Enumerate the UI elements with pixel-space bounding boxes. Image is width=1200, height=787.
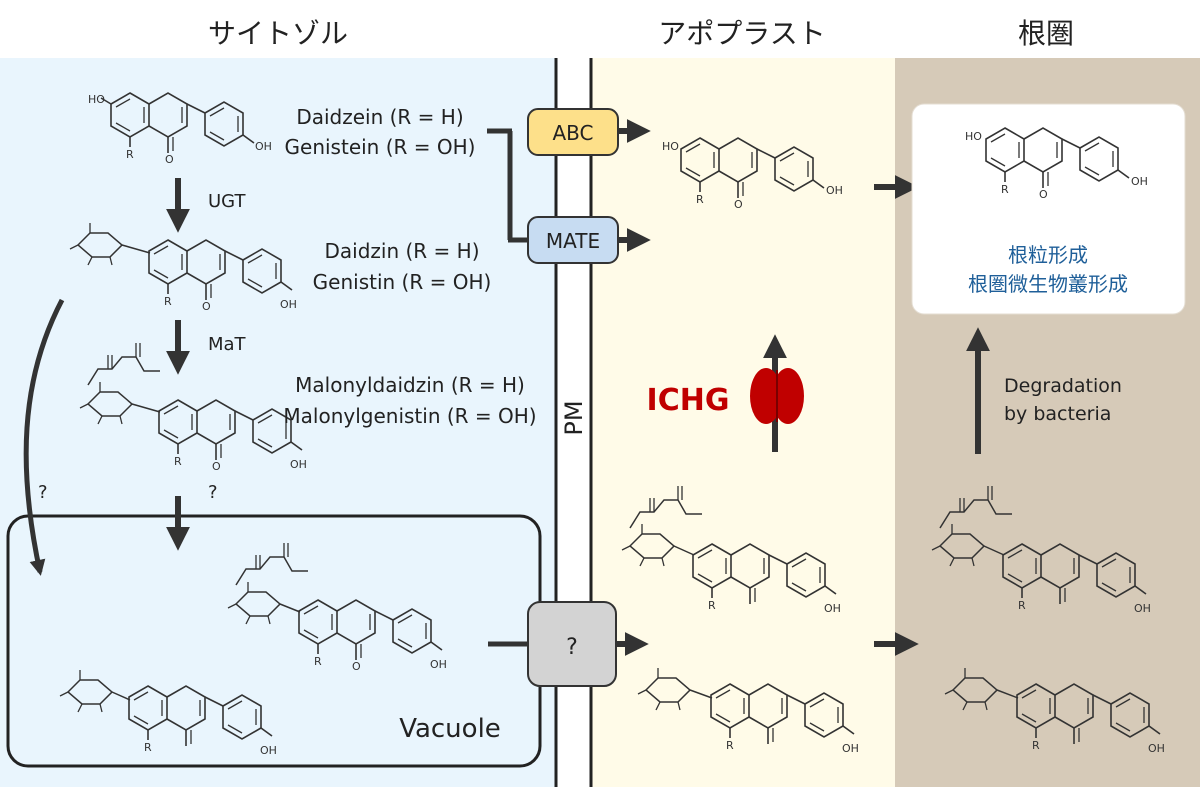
atom-label: O xyxy=(212,460,221,473)
cytosol-header: サイトゾル xyxy=(208,17,348,50)
atom-label: OH xyxy=(290,458,307,471)
malonyl-label-daidzin: Malonyldaidzin (R = H) xyxy=(295,373,525,397)
degradation-label-line2: by bacteria xyxy=(1004,403,1111,425)
atom-label: OH xyxy=(826,184,843,197)
mat-enzyme-label: MaT xyxy=(208,334,247,355)
bond xyxy=(673,545,695,556)
atom-label: HO xyxy=(88,93,105,106)
atom-label: HO xyxy=(662,140,679,153)
unknown-enzyme-label-left: ? xyxy=(38,482,48,503)
mate-transporter: MATE xyxy=(527,216,619,264)
unknown-transporter: ? xyxy=(527,601,617,687)
atom-label: R xyxy=(1018,599,1026,612)
abc-transporter: ABC xyxy=(527,108,619,156)
glucoside-label-daidzin: Daidzin (R = H) xyxy=(324,239,479,263)
unknown-enzyme-label-mid: ? xyxy=(208,482,218,503)
atom-label: OH xyxy=(1134,602,1151,615)
aglycone-label-genistein: Genistein (R = OH) xyxy=(285,135,476,159)
bond xyxy=(279,603,301,613)
bond xyxy=(689,689,713,699)
result-panel xyxy=(911,103,1186,315)
ichg-label: ICHG xyxy=(647,383,730,418)
atom-label: O xyxy=(1039,188,1048,201)
bond xyxy=(111,691,131,701)
bond xyxy=(983,545,1005,556)
atom-label: O xyxy=(202,300,211,313)
atom-label: OH xyxy=(280,298,297,311)
ichg-enzyme-left-lobe xyxy=(750,368,782,424)
atom-label: R xyxy=(1032,739,1040,752)
result-nodulation: 根粒形成 xyxy=(1008,243,1088,267)
atom-label: R xyxy=(696,193,704,206)
aglycone-label-daidzein: Daidzein (R = H) xyxy=(296,105,463,129)
abc-transporter-label: ABC xyxy=(552,121,593,145)
glucoside-vacuole-arrow xyxy=(23,298,65,576)
atom-label: OH xyxy=(824,602,841,615)
degradation-label-line1: Degradation xyxy=(1004,375,1122,397)
glucoside-label-genistin: Genistin (R = OH) xyxy=(313,270,492,294)
atom-label: R xyxy=(1001,183,1009,196)
mate-transporter-label: MATE xyxy=(546,229,600,253)
unknown-transporter-label: ? xyxy=(566,635,578,660)
ichg-enzyme-right-lobe xyxy=(772,368,804,424)
vacuole-label: Vacuole xyxy=(399,714,501,744)
atom-label: R xyxy=(708,599,716,612)
atom-label: R xyxy=(164,295,172,308)
atom-label: R xyxy=(726,739,734,752)
atom-label: O xyxy=(352,660,361,673)
atom-label: R xyxy=(126,148,134,161)
result-microbiome: 根圏微生物叢形成 xyxy=(968,272,1128,296)
atom-label: R xyxy=(314,655,322,668)
apoplast-header: アポプラスト xyxy=(658,17,825,50)
ugt-enzyme-label: UGT xyxy=(208,191,246,212)
atom-label: OH xyxy=(260,744,277,757)
atom-label: R xyxy=(144,741,152,754)
atom-label: O xyxy=(165,153,174,166)
atom-label: OH xyxy=(255,140,272,153)
atom-label: O xyxy=(734,198,743,211)
cytosol-region xyxy=(0,58,556,787)
atom-label: OH xyxy=(1148,742,1165,755)
atom-label: OH xyxy=(1131,175,1148,188)
atom-label: R xyxy=(174,455,182,468)
atom-label: HO xyxy=(965,130,982,143)
atom-label: OH xyxy=(842,742,859,755)
bond xyxy=(131,403,161,413)
bond xyxy=(996,689,1019,699)
bond xyxy=(121,244,151,254)
membrane-label: PM xyxy=(560,400,588,435)
apoplast-region xyxy=(591,58,895,787)
atom-label: OH xyxy=(430,658,447,671)
malonyl-label-genistin: Malonylgenistin (R = OH) xyxy=(283,404,536,428)
bond xyxy=(100,97,112,105)
rhizosphere-header: 根圏 xyxy=(1018,17,1074,50)
